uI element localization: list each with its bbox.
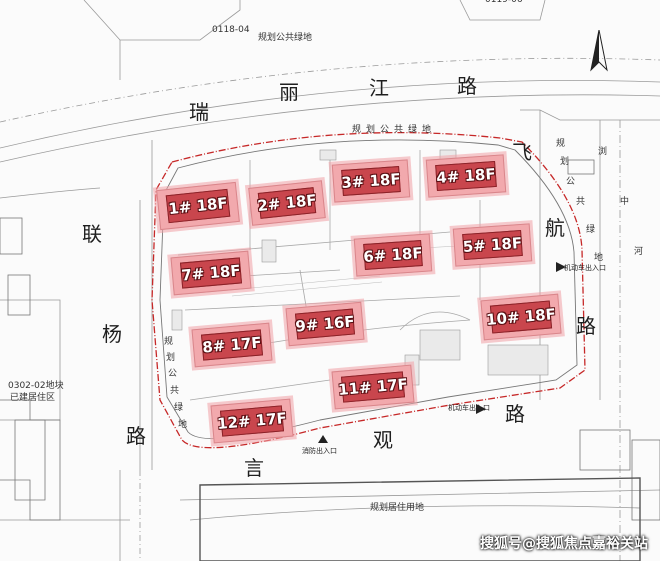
green-label-north: 规划公共绿地 [352,125,437,135]
road-west-char: 联 [82,222,102,246]
building-6[interactable]: 6# 18F [353,233,433,277]
car-entrance-south-label: 机动车出入口 [448,404,490,412]
road-east-char: 航 [545,216,565,240]
building-2[interactable]: 2# 18F [248,180,326,226]
road-north-char: 瑞 [189,100,209,124]
green-west-char: 共 [170,386,180,396]
road-west-char: 路 [126,424,146,448]
road-south-char: 观 [373,428,393,452]
building-1[interactable]: 1# 18F [156,181,240,231]
river-char: 河 [634,247,644,257]
green-west-char: 划 [166,353,176,363]
green-west-char: 规 [164,337,174,347]
green-east-char: 绿 [586,225,596,235]
road-south-char: 言 [244,456,264,480]
building-11[interactable]: 11# 17F [331,364,415,410]
river-char: 中 [620,197,630,207]
parcel-label-left: 0302-02地块 [8,381,64,391]
road-north-char: 江 [369,76,389,100]
green-label-top: 规划公共绿地 [258,33,313,43]
green-west-char: 绿 [174,403,184,413]
green-west-char: 地 [178,420,188,430]
building-7[interactable]: 7# 18F [170,250,252,296]
residential-label-bottom: 规划居住用地 [370,503,425,513]
parcel-label-top-right: 0119-06 [485,0,523,5]
built-area-label: 已建居住区 [10,393,56,403]
car-entrance-east-label: 机动车出入口 [564,264,606,272]
watermark: 搜狐号@搜狐焦点嘉裕关站 [480,536,648,552]
building-8[interactable]: 8# 17F [191,322,273,368]
green-east-char: 规 [556,139,566,149]
green-east-char: 划 [560,157,570,167]
road-west-char: 杨 [102,322,122,346]
road-north-char: 路 [457,74,477,98]
building-3[interactable]: 3# 18F [331,159,411,203]
road-south-char: 路 [505,402,525,426]
building-10[interactable]: 10# 18F [480,293,562,341]
green-west-char: 公 [168,369,178,379]
road-north-char: 丽 [279,80,299,104]
parcel-label-top: 0118-04 [212,25,250,35]
green-east-char: 共 [576,197,586,207]
green-east-char: 地 [594,253,604,263]
north-arrow-icon [588,29,610,78]
building-4[interactable]: 4# 18F [425,154,507,198]
building-5[interactable]: 5# 18F [452,223,533,267]
building-9[interactable]: 9# 16F [285,301,365,347]
road-east-char: 路 [576,314,596,338]
river-char: 浏 [598,147,608,157]
green-east-char: 公 [566,177,576,187]
building-12[interactable]: 12# 17F [210,398,294,444]
fire-entrance-label: 消防出入口 [302,447,337,455]
residential-parcel-outline [199,477,641,561]
road-east-char: 飞 [512,140,532,164]
site-boundary [151,131,586,449]
